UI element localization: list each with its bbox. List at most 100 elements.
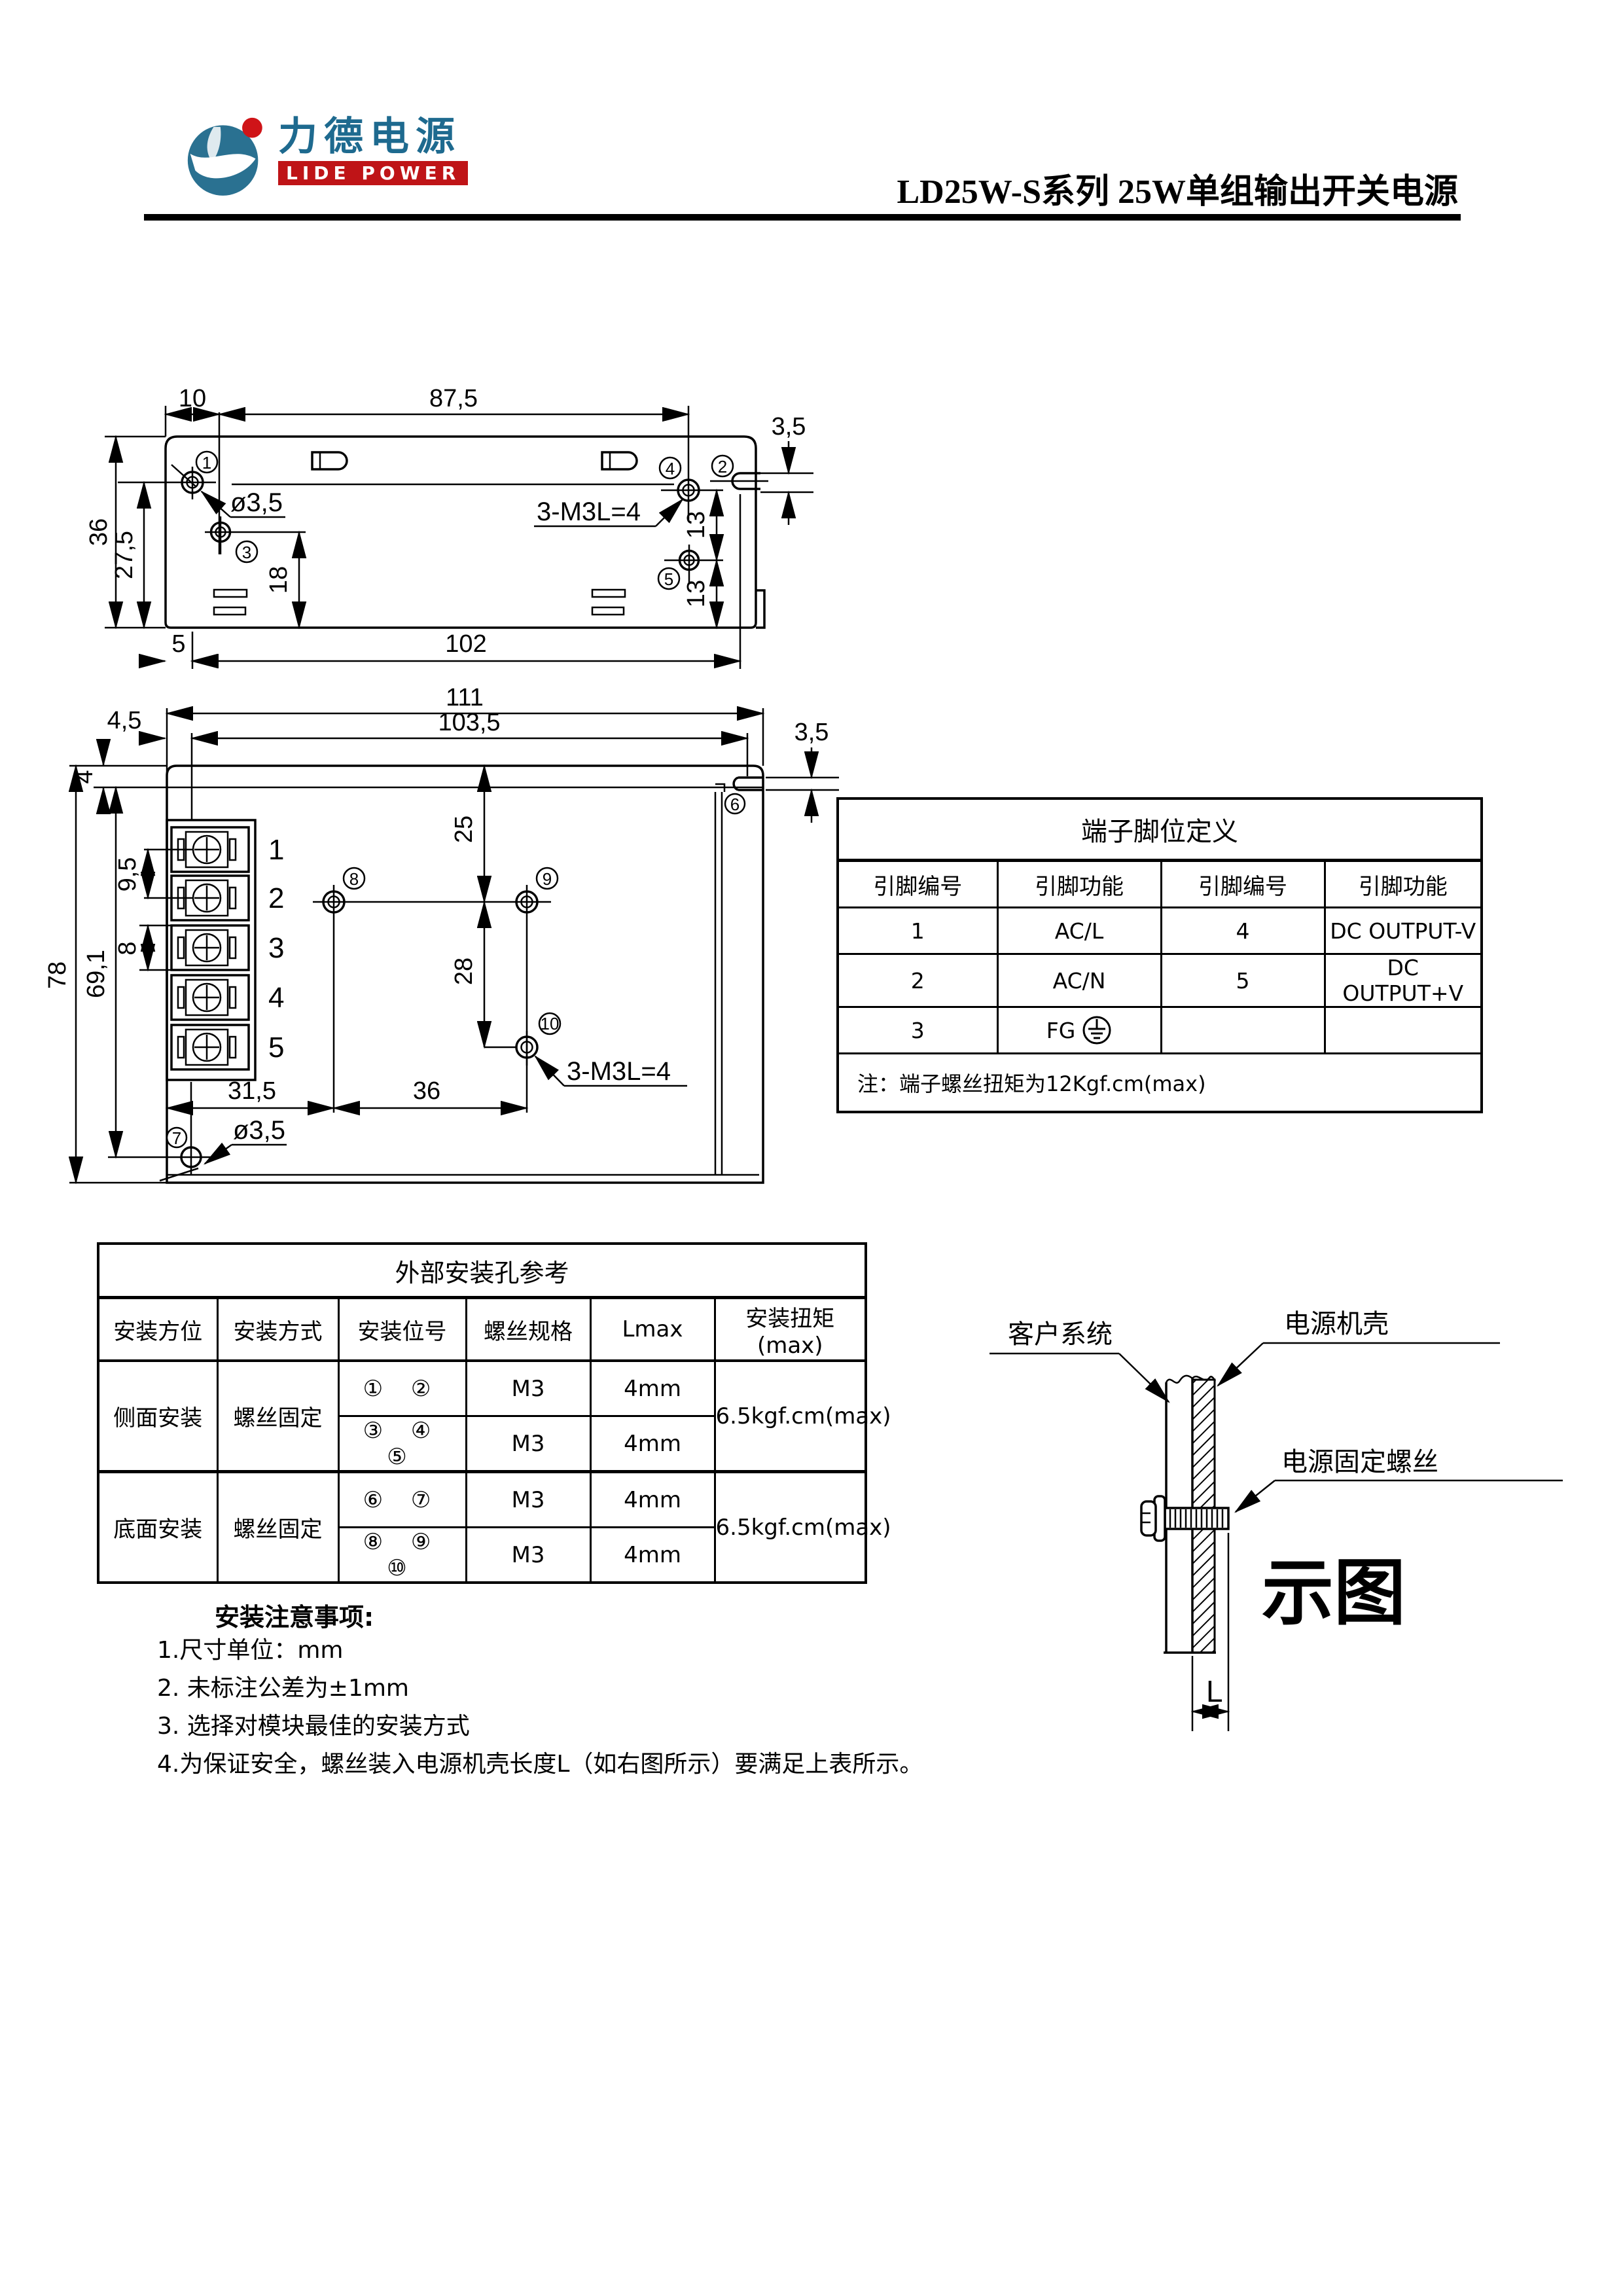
L-dimension: L bbox=[1190, 1533, 1230, 1731]
fixing-screw-label: 电源固定螺丝 bbox=[1234, 1448, 1563, 1513]
svg-text:5: 5 bbox=[268, 1031, 284, 1064]
fixing-screw bbox=[1140, 1495, 1230, 1542]
technical-drawings: 1 2 3 4 5 ø3,5 3-M3L=4 bbox=[44, 385, 1563, 1731]
pin-col-header: 引脚功能 bbox=[996, 859, 1162, 908]
svg-text:7: 7 bbox=[172, 1128, 181, 1148]
svg-text:L: L bbox=[1206, 1674, 1223, 1708]
terminal-3: 3 bbox=[170, 924, 284, 971]
mount-col-header: Lmax bbox=[589, 1297, 716, 1362]
power-case-label: 电源机壳 bbox=[1217, 1310, 1500, 1387]
svg-text:28: 28 bbox=[450, 958, 478, 985]
logo-text: 力德电源 LIDE POWER bbox=[278, 115, 469, 185]
mount-col-header: 安装扭矩(max) bbox=[713, 1297, 867, 1362]
pin-col-header: 引脚编号 bbox=[1160, 859, 1326, 908]
hole-marker-6: 6 bbox=[724, 793, 746, 815]
svg-text:ø3,5: ø3,5 bbox=[230, 488, 283, 517]
svg-text:8: 8 bbox=[114, 941, 141, 955]
drawing-side-view: 1 2 3 4 5 ø3,5 3-M3L=4 bbox=[85, 385, 813, 669]
svg-text:36: 36 bbox=[85, 518, 113, 546]
illustration-caption: 示图 bbox=[1262, 1553, 1406, 1634]
dimensions-bottom: 111 103,5 4,5 4 78 69,1 9,5 8 bbox=[44, 684, 839, 1185]
pin-row: 1 AC/L 4 DC OUTPUT-V bbox=[836, 906, 1483, 955]
mount-col-header: 安装方位 bbox=[97, 1297, 219, 1362]
svg-text:2: 2 bbox=[268, 882, 284, 914]
svg-text:27,5: 27,5 bbox=[111, 531, 138, 579]
hole-marker-2: 2 bbox=[711, 454, 734, 478]
centerlines-side bbox=[118, 406, 768, 669]
svg-text:69,1: 69,1 bbox=[82, 950, 110, 998]
svg-text:13: 13 bbox=[683, 580, 710, 607]
mount-row: ③ ④ ⑤ M3 4mm bbox=[98, 1415, 866, 1473]
mount-row: 侧面安装 螺丝固定 ① ② M3 4mm 6.5kgf.cm(max) bbox=[97, 1359, 891, 1473]
break-line bbox=[1165, 1374, 1217, 1384]
pin-col-header: 引脚编号 bbox=[836, 859, 999, 908]
svg-text:3: 3 bbox=[242, 543, 251, 562]
header-divider bbox=[144, 214, 1461, 221]
mount-torque: 6.5kgf.cm(max) bbox=[713, 1359, 891, 1473]
mount-row: 底面安装 螺丝固定 ⑥ ⑦ M3 4mm 6.5kgf.cm(max) bbox=[97, 1470, 891, 1584]
mounting-hole-table: 外部安装孔参考 安装方位 安装方式 安装位号 螺丝规格 Lmax 安装扭矩(ma… bbox=[97, 1242, 891, 1584]
hole-marker-9: 9 bbox=[535, 867, 559, 890]
svg-text:3,5: 3,5 bbox=[772, 413, 806, 440]
svg-text:36: 36 bbox=[413, 1077, 440, 1105]
hole-diameter-callout: ø3,5 bbox=[171, 464, 285, 518]
svg-text:111: 111 bbox=[446, 684, 484, 711]
fg-label: FG bbox=[1046, 1017, 1076, 1043]
svg-text:6: 6 bbox=[730, 795, 740, 814]
svg-text:13: 13 bbox=[683, 511, 710, 539]
svg-text:4,5: 4,5 bbox=[107, 707, 142, 734]
svg-text:2: 2 bbox=[718, 457, 727, 476]
logo-english-badge: LIDE POWER bbox=[278, 161, 469, 185]
svg-text:1: 1 bbox=[268, 834, 284, 866]
svg-text:78: 78 bbox=[44, 961, 71, 989]
svg-text:4: 4 bbox=[71, 770, 98, 783]
hole-marker-8: 8 bbox=[342, 867, 366, 890]
logo-red-dot-icon bbox=[242, 117, 262, 138]
hole-marker-10: 10 bbox=[538, 1012, 562, 1035]
svg-text:5: 5 bbox=[664, 569, 673, 589]
svg-text:4: 4 bbox=[268, 982, 284, 1014]
terminal-4: 4 bbox=[170, 974, 284, 1021]
svg-text:87,5: 87,5 bbox=[429, 385, 478, 412]
hole-marker-3: 3 bbox=[235, 540, 259, 564]
customer-system-label: 客户系统 bbox=[990, 1320, 1170, 1403]
notes-heading: 安装注意事项: bbox=[215, 1603, 374, 1632]
terminal-5: 5 bbox=[170, 1024, 284, 1071]
note-item: 3. 选择对模块最佳的安装方式 bbox=[157, 1713, 470, 1740]
pin-row: 3 FG bbox=[836, 1006, 1483, 1054]
pin-table-title: 端子脚位定义 bbox=[836, 797, 1483, 862]
thread-callout-bottom: 3-M3L=4 bbox=[534, 1055, 687, 1087]
mount-col-header: 螺丝规格 bbox=[465, 1297, 592, 1362]
svg-text:102: 102 bbox=[445, 630, 486, 658]
svg-text:3-M3L=4: 3-M3L=4 bbox=[537, 497, 641, 526]
svg-text:10: 10 bbox=[179, 385, 206, 412]
svg-text:电源机壳: 电源机壳 bbox=[1284, 1310, 1389, 1338]
svg-text:5: 5 bbox=[171, 630, 185, 658]
hole-marker-5: 5 bbox=[657, 567, 681, 590]
pin-table-note: 注：端子螺丝扭矩为12Kgf.cm(max) bbox=[836, 1052, 1483, 1113]
earth-ground-icon bbox=[1082, 1016, 1111, 1045]
mount-col-header: 安装方式 bbox=[216, 1297, 340, 1362]
svg-text:9,5: 9,5 bbox=[114, 857, 141, 892]
mount-col-header: 安装位号 bbox=[337, 1297, 467, 1362]
note-item: 1.尺寸单位：mm bbox=[157, 1637, 344, 1664]
pin-col-header: 引脚功能 bbox=[1323, 859, 1483, 908]
centerlines-bottom bbox=[108, 708, 764, 1175]
dimensions-side: 10 87,5 3,5 36 27,5 18 13 13 bbox=[85, 385, 813, 669]
pin-row: 2 AC/N 5 DC OUTPUT+V bbox=[836, 953, 1483, 1008]
mount-row: ⑧ ⑨ ⑩ M3 4mm bbox=[98, 1526, 866, 1584]
svg-text:10: 10 bbox=[541, 1014, 560, 1033]
mount-position: 底面安装 bbox=[97, 1470, 219, 1584]
svg-text:103,5: 103,5 bbox=[438, 709, 500, 736]
svg-text:9: 9 bbox=[543, 869, 552, 889]
mount-method: 螺丝固定 bbox=[216, 1359, 340, 1473]
svg-text:电源固定螺丝: 电源固定螺丝 bbox=[1281, 1448, 1438, 1477]
page-title: LD25W-S系列 25W单组输出开关电源 bbox=[897, 173, 1458, 211]
svg-text:3: 3 bbox=[268, 932, 284, 964]
svg-text:1: 1 bbox=[202, 453, 211, 473]
hole-marker-7: 7 bbox=[166, 1126, 188, 1149]
svg-text:8: 8 bbox=[349, 869, 359, 889]
svg-text:3,5: 3,5 bbox=[794, 719, 829, 746]
mounting-illustration: 客户系统 电源机壳 电源固定螺丝 L 示图 bbox=[990, 1310, 1563, 1731]
